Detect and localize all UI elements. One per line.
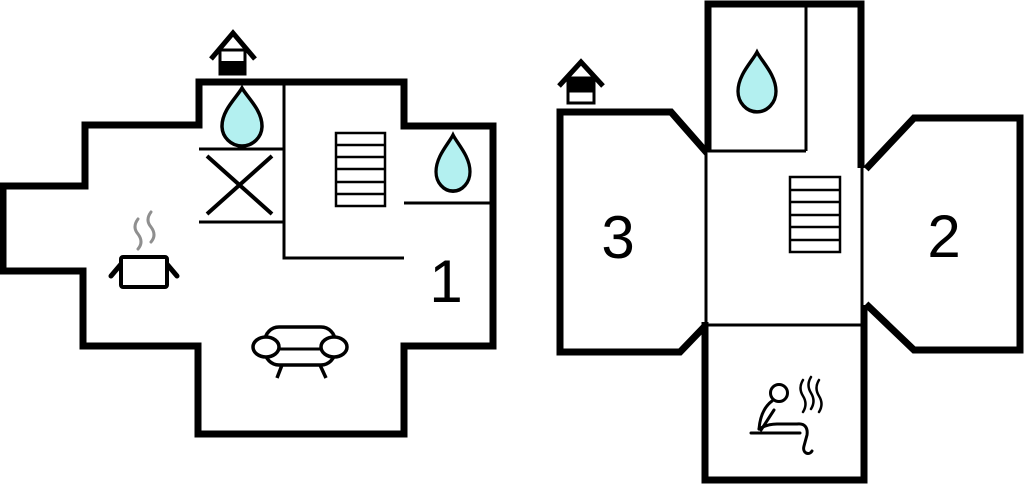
sauna-person-leg [757,422,814,455]
sofa-armrest-left [251,335,281,359]
pot-steam-line [146,210,156,244]
sauna-steam-line [799,378,807,414]
chimney-icon [557,58,605,105]
room-3-label: 3 [601,204,634,271]
cooking-pot-icon [108,210,180,289]
sauna-icon [749,375,823,455]
room-2-label: 2 [927,203,960,270]
ground-floor-outer-walls [0,78,497,438]
chimney-body-fill [566,76,596,93]
cross-lines [205,154,274,216]
room-2-walls [863,114,1024,354]
water-drop-icon [736,48,778,114]
room-1-label: 1 [429,248,462,315]
sauna-outer-walls [701,305,868,484]
upper-bathroom-partition [708,5,808,153]
cross-box-icon [205,154,274,216]
water-drop-shape [220,84,264,148]
sofa-icon [251,325,349,379]
sauna-person-back [757,399,774,431]
stairs-treads [790,188,840,242]
tower-outer-walls [704,0,865,168]
water-drop-shape [434,131,472,193]
chimney-roof [209,29,257,61]
water-drop-icon [220,84,264,148]
water-drop-shape [736,48,778,114]
sofa-armrest-right [319,335,349,359]
upper-floor-plan: 3 2 [556,0,1024,484]
stairs-icon [788,175,842,254]
hall-partition-line [282,82,404,260]
stairs-treads [336,143,385,196]
pot-steam-line [133,217,143,251]
chimney-body-fill [218,61,247,75]
sauna-steam-line [807,375,815,411]
chimney-roof [557,58,605,88]
pot-body [119,255,169,289]
stairs-icon [334,131,387,208]
chimney-icon [209,29,257,76]
sauna-person-head [769,383,789,403]
sofa-leg-left [275,364,284,379]
ground-floor-plan: 1 [0,29,497,438]
sauna-steam-line [815,378,823,414]
sofa-leg-right [318,364,328,379]
room-3-walls [556,108,710,356]
water-drop-icon [434,131,472,193]
